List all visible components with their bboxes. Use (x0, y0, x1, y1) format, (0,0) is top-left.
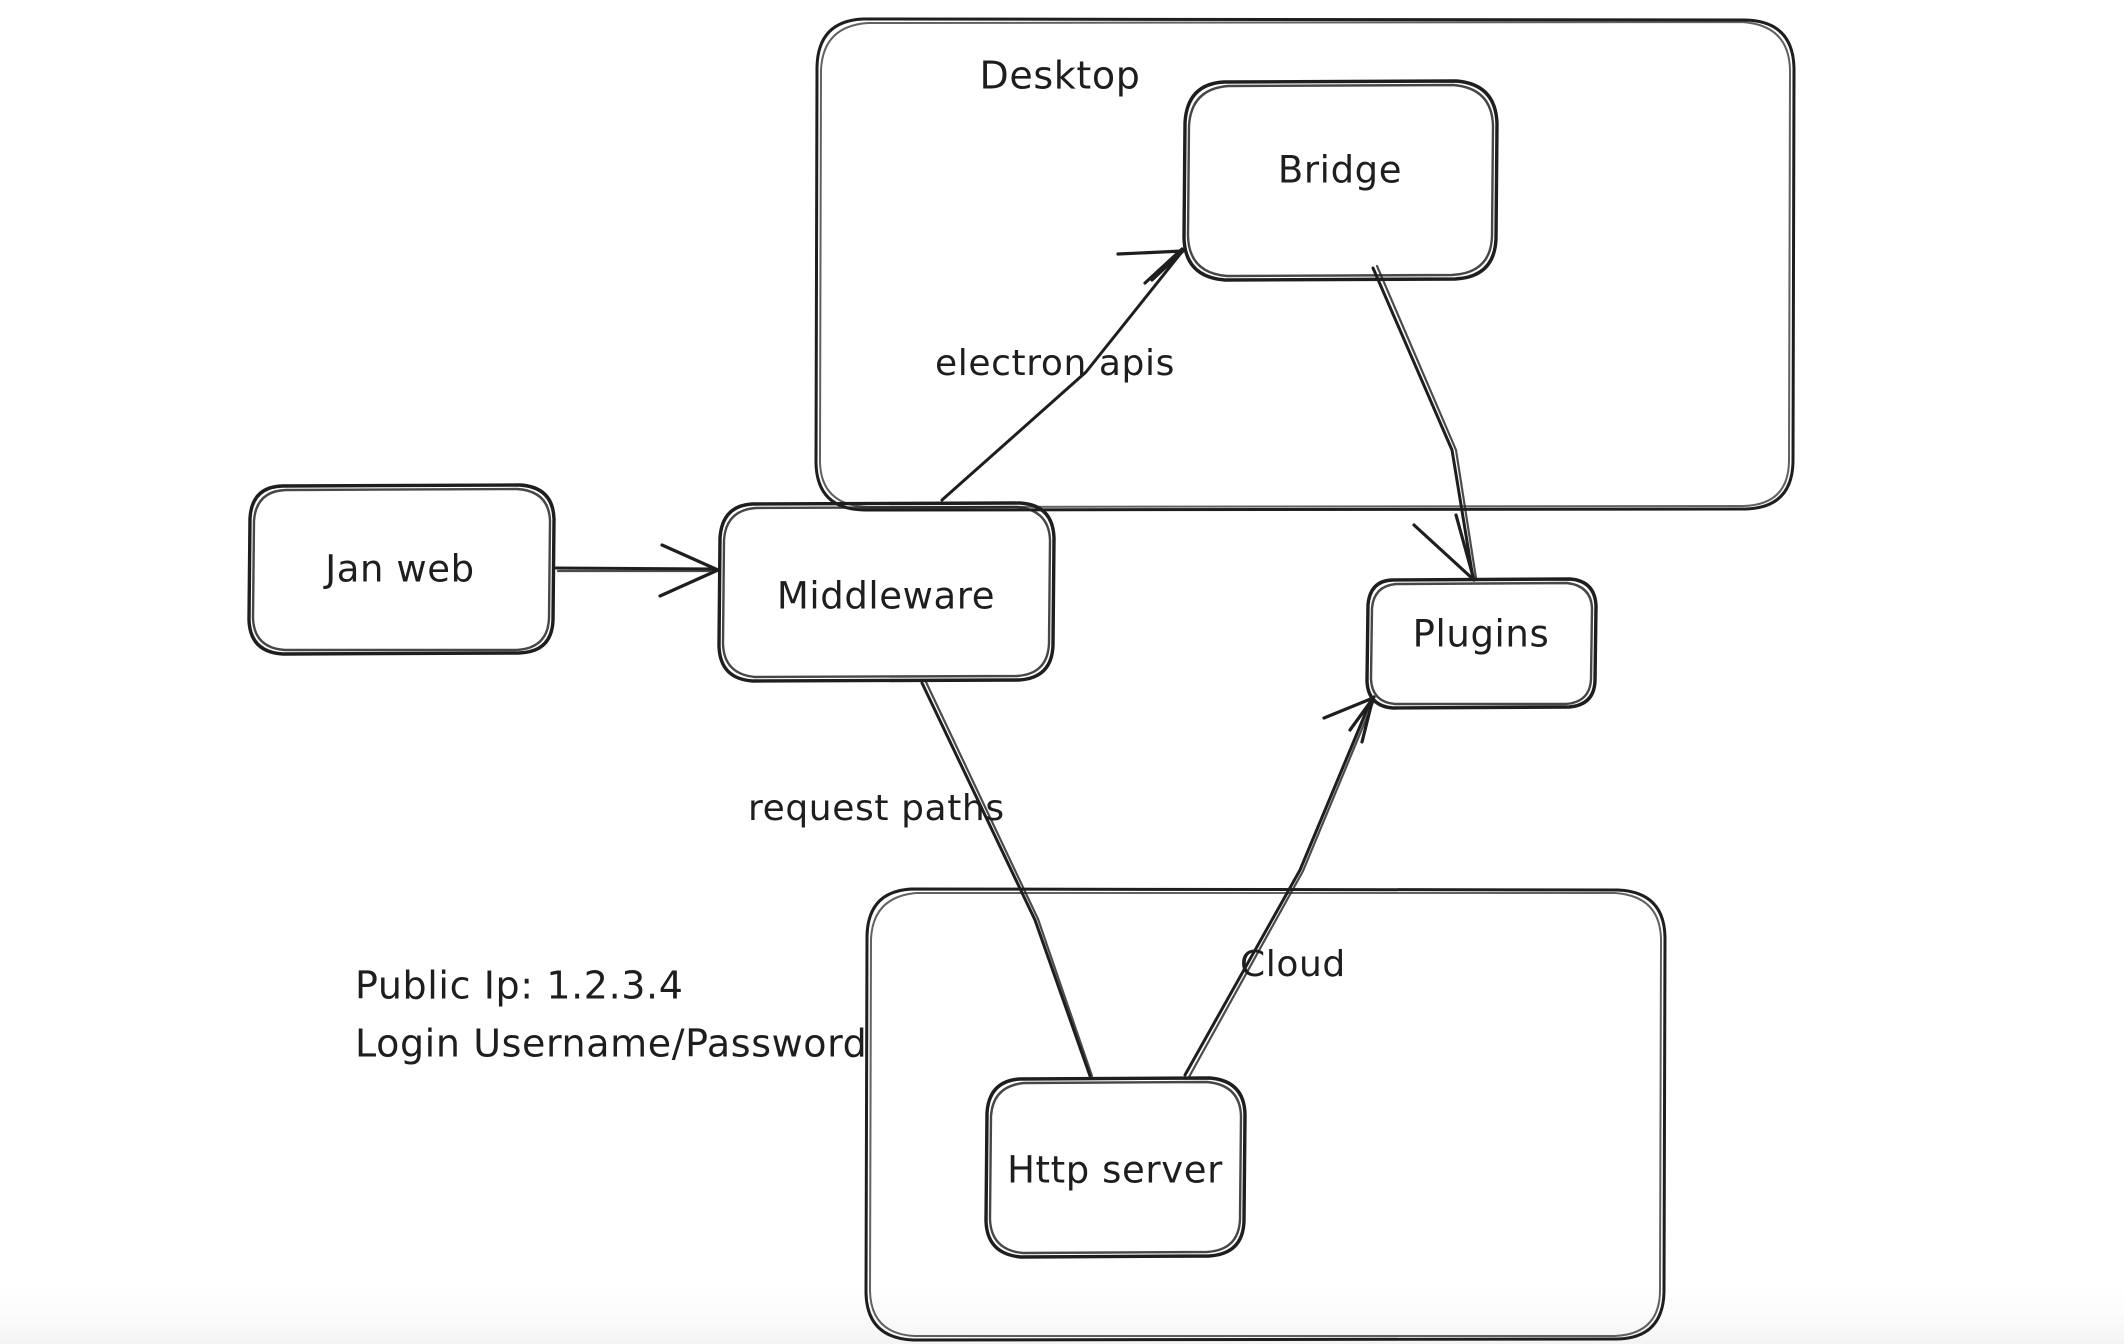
edge-middleware-to-http[interactable]: request paths (748, 680, 1094, 1078)
arrowhead-left (1412, 523, 1476, 582)
edge-janweb-to-middleware[interactable] (554, 543, 720, 598)
arrowhead-extra (1143, 247, 1184, 285)
arrowhead-lower (658, 568, 720, 598)
edge-http-to-plugins[interactable]: Cloud (1183, 695, 1376, 1079)
arrowhead-upper (1116, 249, 1185, 256)
group-desktop[interactable]: Desktop (814, 17, 1796, 512)
edge-bridge-to-plugins[interactable] (1371, 264, 1478, 582)
edge-middleware-to-bridge[interactable]: electron apis (935, 247, 1185, 502)
edge-label-request-paths: request paths (748, 788, 1005, 829)
arrowhead-left (1322, 696, 1375, 720)
edge-label-cloud: Cloud (1240, 944, 1346, 985)
note-public-ip: Public Ip: 1.2.3.4 (355, 964, 684, 1008)
arrowhead-right (1360, 696, 1375, 744)
node-label-http-server: Http server (1007, 1149, 1223, 1192)
node-label-bridge: Bridge (1278, 149, 1402, 192)
note-block[interactable]: Public Ip: 1.2.3.4 Login Username/Passwo… (355, 964, 867, 1066)
node-bridge[interactable]: Bridge (1182, 79, 1499, 282)
node-label-middleware: Middleware (777, 575, 995, 618)
node-middleware[interactable]: Middleware (717, 501, 1056, 683)
arrowhead-right (1454, 513, 1476, 582)
node-label-jan-web: Jan web (323, 548, 475, 591)
edge-label-electron-apis: electron apis (935, 343, 1175, 384)
group-cloud[interactable] (864, 887, 1667, 1342)
node-label-plugins: Plugins (1413, 613, 1550, 656)
node-http-server[interactable]: Http server (984, 1076, 1247, 1259)
arrowhead-lower (1150, 249, 1185, 282)
node-jan-web[interactable]: Jan web (247, 483, 556, 656)
arrowhead-upper (660, 543, 720, 572)
note-login-credentials: Login Username/Password (355, 1022, 867, 1066)
node-plugins[interactable]: Plugins (1365, 577, 1598, 710)
group-label-desktop: Desktop (980, 54, 1141, 98)
arrowhead-extra (1348, 695, 1376, 732)
